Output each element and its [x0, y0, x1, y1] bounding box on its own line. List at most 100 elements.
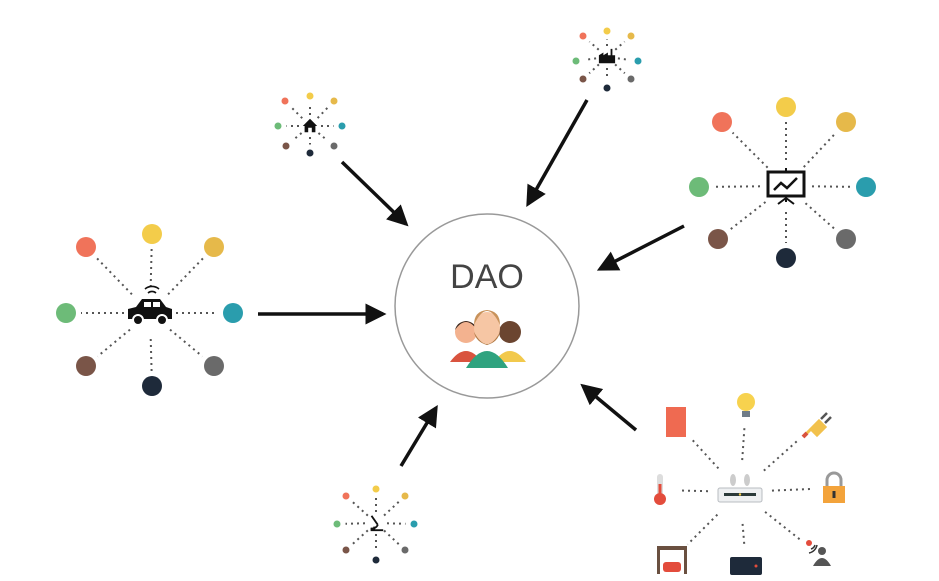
house-icon [302, 118, 318, 133]
node-dot-red [76, 237, 96, 257]
people-group-icon [450, 310, 526, 368]
connector-dots [149, 248, 153, 288]
node-dot-brown [342, 546, 350, 554]
sensor-led [806, 540, 812, 546]
dao-node: DAO [394, 213, 580, 399]
node-dot-navy [603, 84, 611, 92]
connector-dots [351, 529, 369, 546]
connector-dots [713, 185, 761, 188]
connector-dots [617, 57, 630, 61]
node-dot-grey [627, 75, 635, 83]
factory-shape [598, 48, 616, 64]
connector-dots [729, 201, 767, 231]
node-dot-navy [142, 376, 162, 396]
node-dot-red [579, 32, 587, 40]
cluster-iot-hub [654, 393, 845, 575]
connector-dots [681, 489, 709, 493]
presentation-chart-icon [766, 168, 806, 205]
motion-sensor-icon [806, 540, 831, 566]
connector-dots [731, 131, 769, 169]
wifi-waves [144, 285, 160, 294]
plug-body [803, 418, 828, 438]
arrow-to-dao [526, 99, 589, 208]
node-dot-yellow [776, 97, 796, 117]
antenna [730, 474, 736, 486]
lock-shackle [825, 471, 843, 486]
light-bulb-icon [737, 393, 755, 417]
thermo-fluid [658, 484, 662, 496]
node-dot-teal [634, 57, 642, 65]
car-window [153, 302, 160, 307]
door [666, 407, 686, 437]
cluster-car [56, 224, 243, 396]
node-dot-yellow [306, 92, 314, 100]
car-body [128, 299, 172, 319]
node-dot-yellow [372, 485, 380, 493]
door-icon [666, 407, 686, 437]
connector-dots [764, 511, 801, 541]
node-dot-gold [836, 112, 856, 132]
antenna [744, 474, 750, 486]
garage-car [663, 562, 681, 572]
node-dot-gold [627, 32, 635, 40]
connector-dots [741, 426, 746, 461]
node-dot-teal [856, 177, 876, 197]
keyhole [832, 491, 836, 498]
garage-post [657, 550, 660, 574]
connector-dots [96, 328, 131, 358]
connector-dots [383, 529, 400, 545]
connector-dots [588, 63, 600, 74]
node-dot-navy [306, 149, 314, 157]
connected-car-icon [128, 285, 172, 326]
cluster-presentation [689, 97, 876, 268]
connector-dots [771, 487, 813, 492]
node-dot-green [56, 303, 76, 323]
connector-dots [149, 338, 153, 372]
connector-dots [316, 106, 329, 119]
cluster-microscope [333, 485, 418, 564]
connector-dots [95, 257, 133, 296]
connector-dots [803, 132, 837, 168]
node-dot-brown [579, 75, 587, 83]
tablet-led [754, 564, 758, 568]
connector-dots [614, 40, 626, 51]
connector-dots [741, 523, 746, 545]
connector-dots [690, 437, 720, 470]
connector-dots [804, 202, 836, 230]
cluster-house [274, 92, 346, 157]
garage-icon [657, 546, 687, 574]
connector-dots [763, 438, 800, 472]
connector-dots [167, 257, 205, 296]
node-dot-yellow [142, 224, 162, 244]
garage-post [684, 550, 687, 574]
node-dot-red [342, 492, 350, 500]
garage-roof [657, 546, 687, 550]
car-window [144, 302, 151, 307]
sensor-waves [808, 544, 818, 554]
node-dot-grey [401, 546, 409, 554]
node-dot-red [712, 112, 732, 132]
car-wheel [156, 314, 168, 326]
microscope-shape [370, 515, 384, 532]
connector-dots [169, 328, 204, 358]
node-dot-gold [401, 492, 409, 500]
node-dot-teal [338, 122, 346, 130]
node-dot-yellow [603, 27, 611, 35]
connector-dots [351, 500, 369, 517]
connector-dots [345, 522, 366, 525]
trend-line [773, 177, 798, 191]
bulb-base [742, 411, 750, 417]
connector-dots [317, 132, 329, 142]
thermo-bulb [654, 493, 666, 505]
node-dot-brown [708, 229, 728, 249]
node-dot-gold [204, 237, 224, 257]
bulb [737, 393, 755, 411]
node-dot-teal [410, 520, 418, 528]
node-dot-navy [776, 248, 796, 268]
house-shape [302, 118, 318, 133]
node-dot-teal [223, 303, 243, 323]
node-dot-green [572, 57, 580, 65]
node-dot-grey [330, 142, 338, 150]
connector-dots [383, 501, 400, 517]
